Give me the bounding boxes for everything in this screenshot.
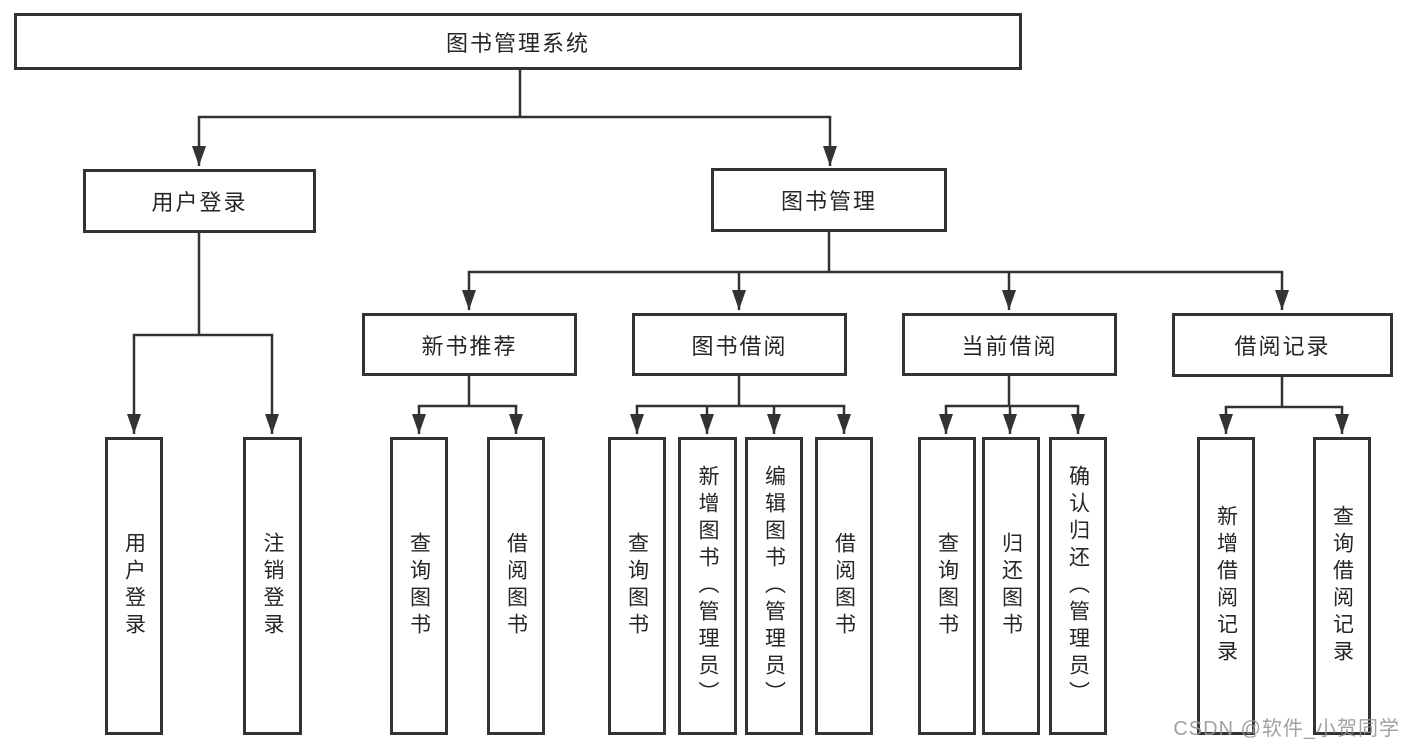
- connector-book-borrowing-children: [630, 376, 851, 434]
- leaf-query-books-current: 查询图书: [918, 437, 976, 735]
- leaf-return-book: 归还图书: [982, 437, 1040, 735]
- leaf-query-borrow-record: 查询借阅记录: [1313, 437, 1371, 735]
- connector-user-login-children: [127, 233, 279, 434]
- leaf-user-login: 用户登录: [105, 437, 163, 735]
- leaf-query-books-borrowing: 查询图书: [608, 437, 666, 735]
- leaf-query-books-recommend: 查询图书: [390, 437, 448, 735]
- node-new-book-recommend: 新书推荐: [362, 313, 577, 376]
- leaf-borrow-books-borrowing: 借阅图书: [815, 437, 873, 735]
- leaf-confirm-return-admin: 确认归还（管理员）: [1049, 437, 1107, 735]
- leaf-edit-book-admin: 编辑图书（管理员）: [745, 437, 803, 735]
- node-book-management: 图书管理: [711, 168, 947, 232]
- connector-borrowing-records-children: [1219, 377, 1349, 434]
- csdn-watermark: CSDN @软件_小贺同学: [1173, 718, 1400, 740]
- leaf-add-borrow-record: 新增借阅记录: [1197, 437, 1255, 735]
- node-root-system: 图书管理系统: [14, 13, 1022, 70]
- leaf-borrow-books-recommend: 借阅图书: [487, 437, 545, 735]
- leaf-add-book-admin: 新增图书（管理员）: [678, 437, 737, 735]
- connector-new-book-recommend-children: [412, 376, 523, 434]
- connector-root-to-level2: [192, 70, 837, 166]
- node-borrowing-records: 借阅记录: [1172, 313, 1393, 377]
- connector-current-borrowing-children: [939, 376, 1085, 434]
- connector-book-management-children: [462, 232, 1289, 310]
- node-user-login: 用户登录: [83, 169, 316, 233]
- node-current-borrowing: 当前借阅: [902, 313, 1117, 376]
- leaf-logout: 注销登录: [243, 437, 302, 735]
- node-book-borrowing: 图书借阅: [632, 313, 847, 376]
